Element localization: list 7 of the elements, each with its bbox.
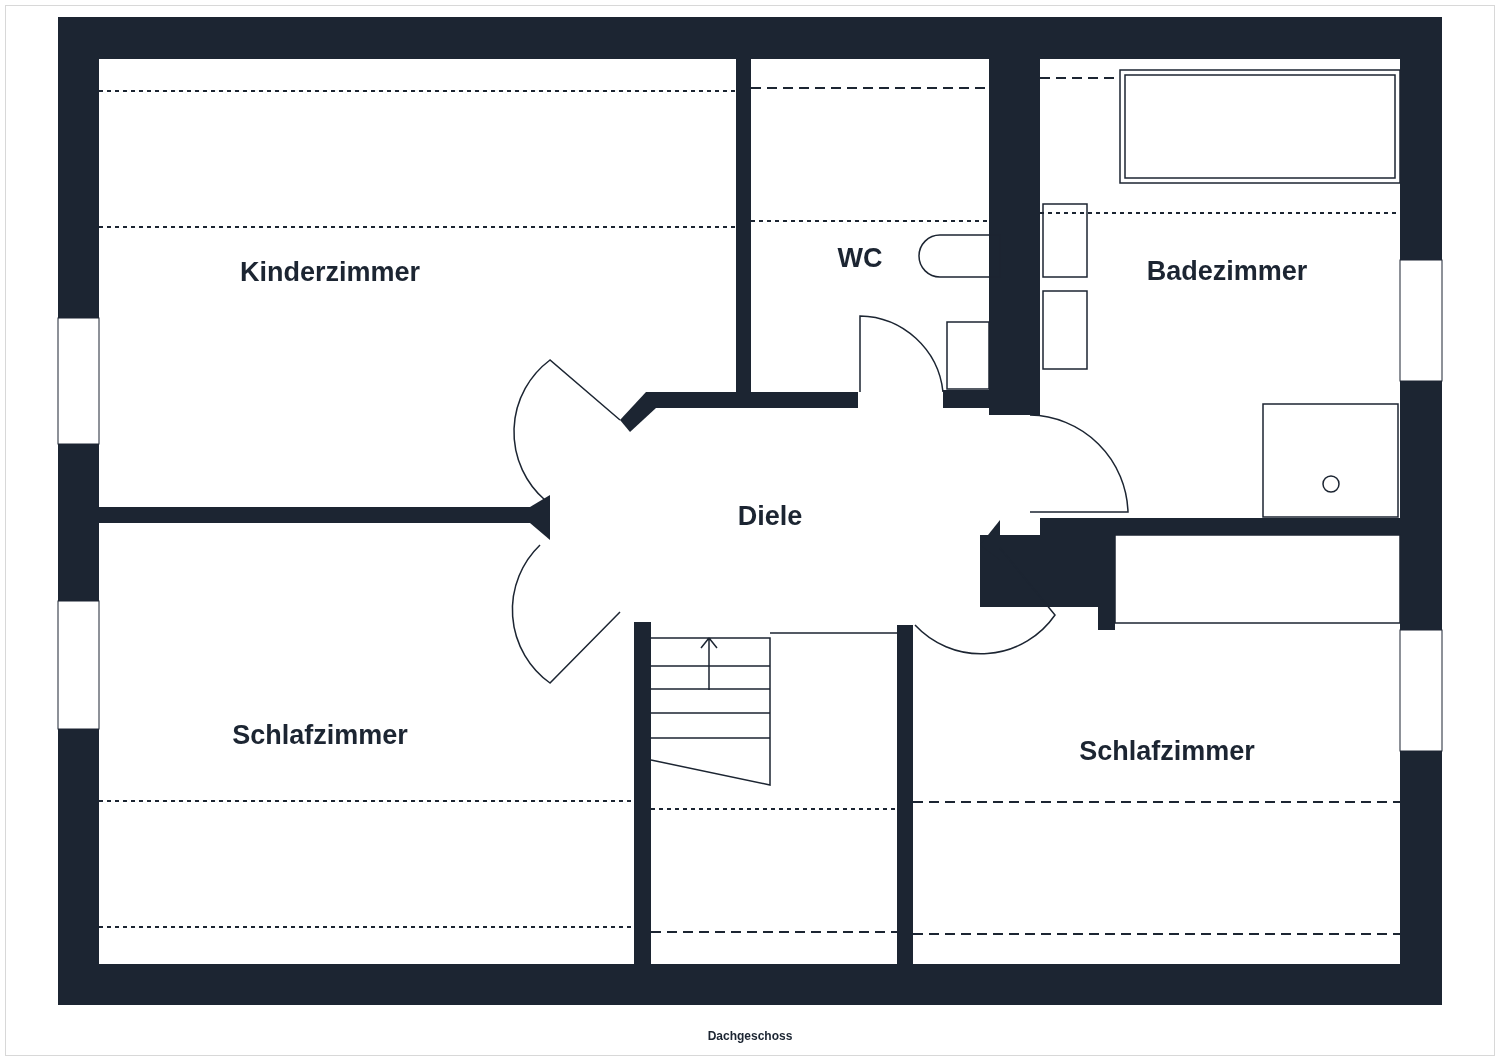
room-label: Diele [737,499,803,533]
caption: Dachgeschoss [707,1028,793,1045]
room-label: Badezimmer [1146,254,1308,288]
room-label: Schlafzimmer [232,718,408,752]
room-label: Schlafzimmer [1079,734,1255,768]
room-label: Kinderzimmer [239,255,421,289]
room-label: WC [837,241,883,275]
